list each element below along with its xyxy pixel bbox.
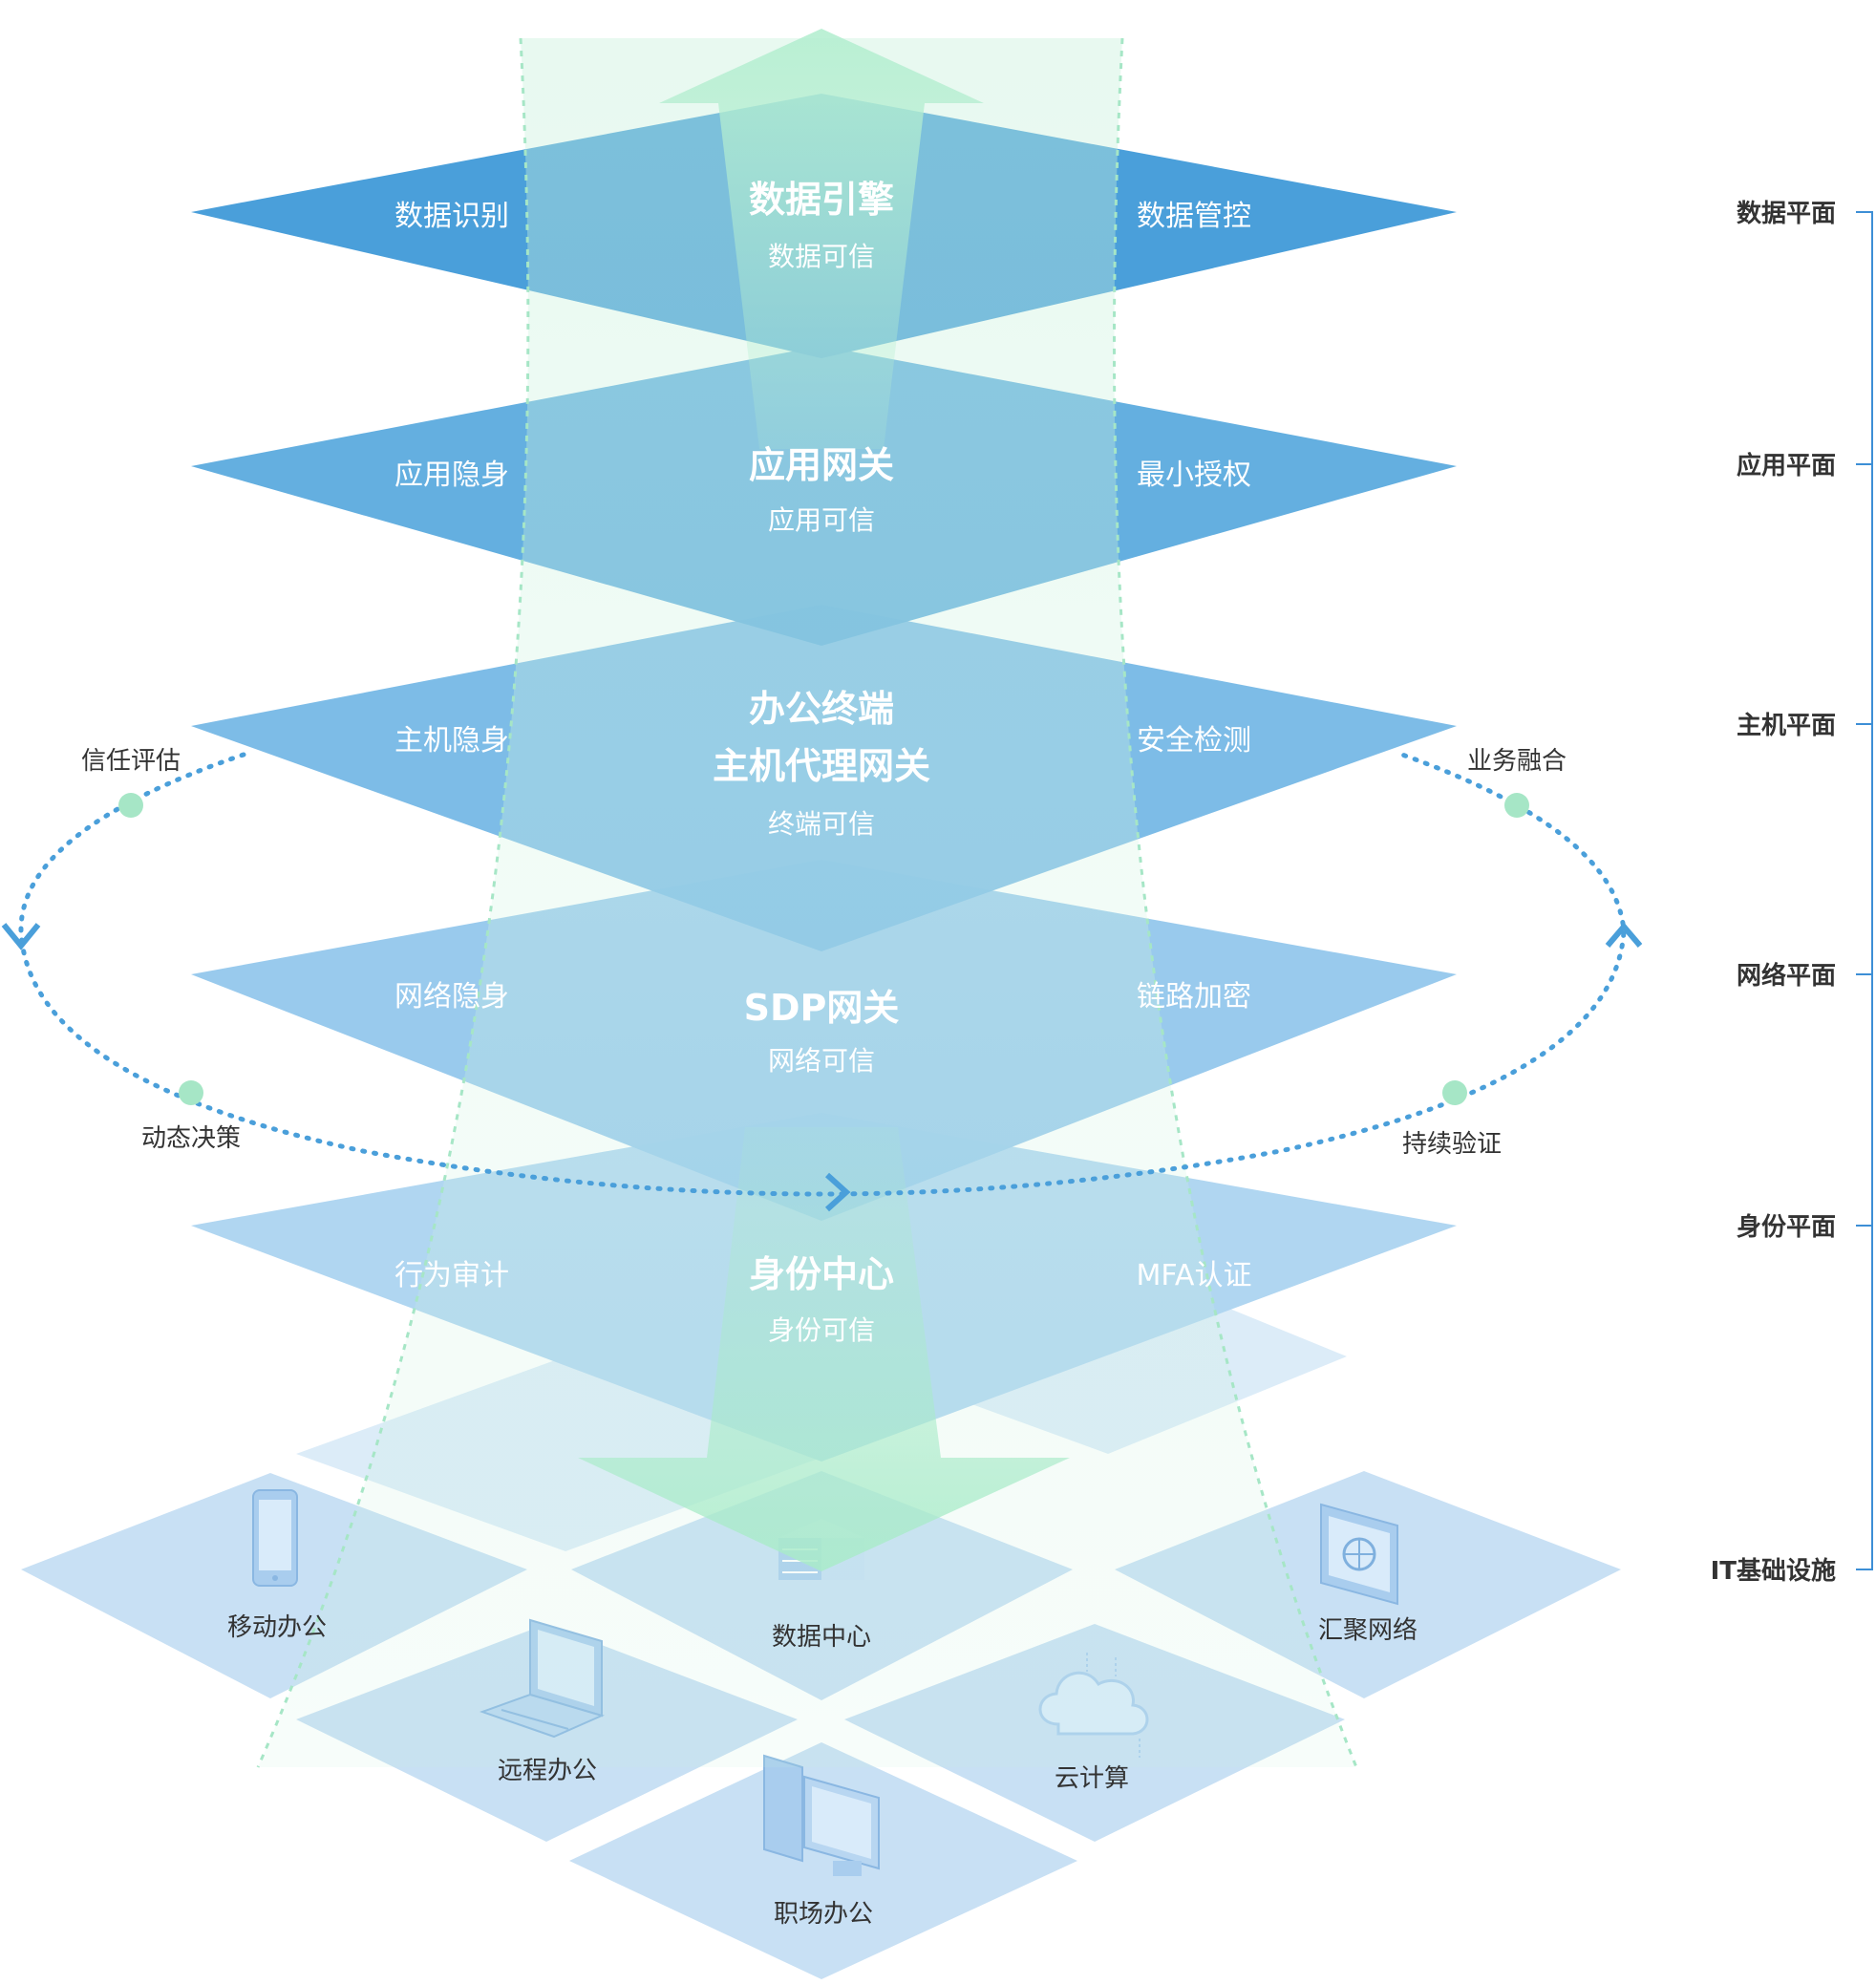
identity-layer-right-label: MFA认证 [1137,1259,1252,1292]
app-layer-title: 应用网关 [749,444,894,486]
loop-label-business-fusion: 业务融合 [1467,747,1567,776]
tile-label-data-center: 数据中心 [772,1623,871,1652]
trust-beam [256,37,1358,1768]
data-layer-left-label: 数据识别 [394,200,509,233]
network-layer-right-label: 链路加密 [1137,980,1251,1014]
plane-name-identity: 身份平面 [1737,1212,1836,1242]
host-layer-title-2: 主机代理网关 [713,745,930,787]
plane-bracket [1856,211,1873,1570]
loop-label-continuous-verification: 持续验证 [1402,1130,1502,1159]
loop-dot-trust-assessment [118,793,143,818]
loop-arrow-left-down [1,923,41,950]
identity-layer-subtitle: 身份可信 [768,1314,875,1346]
network-layer-left-label: 网络隐身 [394,980,509,1014]
tile-workplace-office [569,1742,1077,1979]
tile-label-mobile-office: 移动办公 [227,1613,327,1642]
host-layer-title: 办公终端 [749,688,894,730]
loop-dot-continuous-verification [1442,1080,1467,1105]
host-layer-subtitle: 终端可信 [768,808,875,840]
downward-trust-arrow [578,1127,1070,1571]
mobile-phone-icon [252,1489,298,1587]
network-layer-subtitle: 网络可信 [768,1045,875,1077]
plane-name-application: 应用平面 [1737,451,1836,480]
plane-name-infrastructure: IT基础设施 [1711,1556,1836,1586]
identity-layer-left-label: 行为审计 [394,1259,509,1292]
app-layer-left-label: 应用隐身 [394,459,509,492]
continuous-trust-loop [1,752,1643,1212]
loop-arrow-right-up [1605,922,1643,948]
network-layer-title: SDP网关 [744,987,900,1029]
plane-name-host: 主机平面 [1737,712,1836,740]
network-globe-icon [1320,1503,1398,1606]
host-layer-left-label: 主机隐身 [394,724,509,758]
tile-label-cloud-computing: 云计算 [1055,1764,1129,1793]
tile-label-aggregation-network: 汇聚网络 [1318,1616,1418,1645]
desktop-computer-icon [763,1754,880,1876]
app-layer-right-label: 最小授权 [1137,459,1251,492]
loop-dot-dynamic-decision [179,1080,203,1105]
data-layer-title: 数据引擎 [749,179,894,221]
loop-dot-business-fusion [1504,793,1529,818]
data-layer-subtitle: 数据可信 [768,241,875,272]
loop-arrow-bottom-right [824,1172,851,1212]
tile-label-remote-office: 远程办公 [498,1757,597,1785]
plane-name-data: 数据平面 [1737,200,1836,228]
plane-name-network: 网络平面 [1737,961,1836,991]
data-layer-right-label: 数据管控 [1137,200,1251,233]
tile-label-workplace-office: 职场办公 [774,1900,873,1929]
loop-label-dynamic-decision: 动态决策 [141,1124,241,1153]
host-layer-right-label: 安全检测 [1137,724,1251,758]
loop-label-trust-assessment: 信任评估 [81,747,181,776]
upward-trust-arrow [659,29,984,449]
app-layer-subtitle: 应用可信 [768,504,875,536]
identity-layer-title: 身份中心 [749,1253,894,1295]
